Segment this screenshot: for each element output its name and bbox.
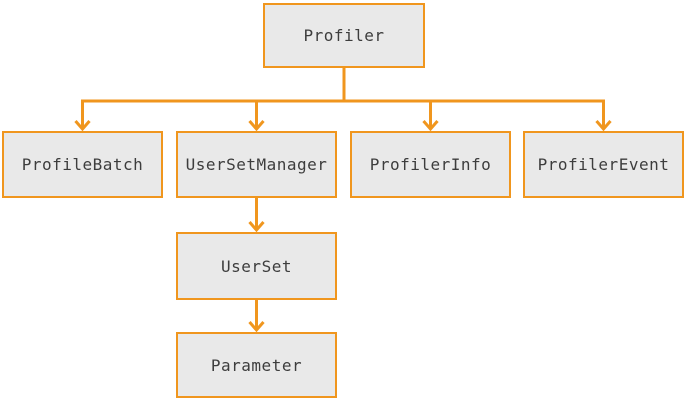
node-usersetmanager-label: UserSetManager bbox=[185, 155, 328, 174]
node-profilerinfo: ProfilerInfo bbox=[350, 131, 511, 198]
node-profilerinfo-label: ProfilerInfo bbox=[369, 155, 492, 174]
node-parameter-label: Parameter bbox=[210, 355, 303, 375]
node-profilebatch: ProfileBatch bbox=[2, 131, 163, 198]
node-profilerevent: ProfilerEvent bbox=[523, 131, 684, 198]
node-parameter: Parameter bbox=[176, 332, 337, 398]
node-usersetmanager: UserSetManager bbox=[176, 131, 337, 198]
node-profilebatch-label: ProfileBatch bbox=[21, 155, 144, 174]
arrowhead-profilebatch bbox=[74, 120, 91, 132]
arrowhead-usersetmanager bbox=[248, 120, 265, 132]
arrowhead-parameter bbox=[248, 321, 265, 333]
node-profilerevent-label: ProfilerEvent bbox=[537, 155, 670, 174]
arrowhead-userset bbox=[248, 221, 265, 233]
arrowhead-profilerevent bbox=[595, 120, 612, 132]
node-profiler-label: Profiler bbox=[303, 26, 385, 45]
arrowhead-profilerinfo bbox=[422, 120, 439, 132]
node-profiler: Profiler bbox=[263, 3, 425, 68]
node-userset: UserSet bbox=[176, 232, 337, 300]
node-userset-label: UserSet bbox=[221, 256, 292, 276]
